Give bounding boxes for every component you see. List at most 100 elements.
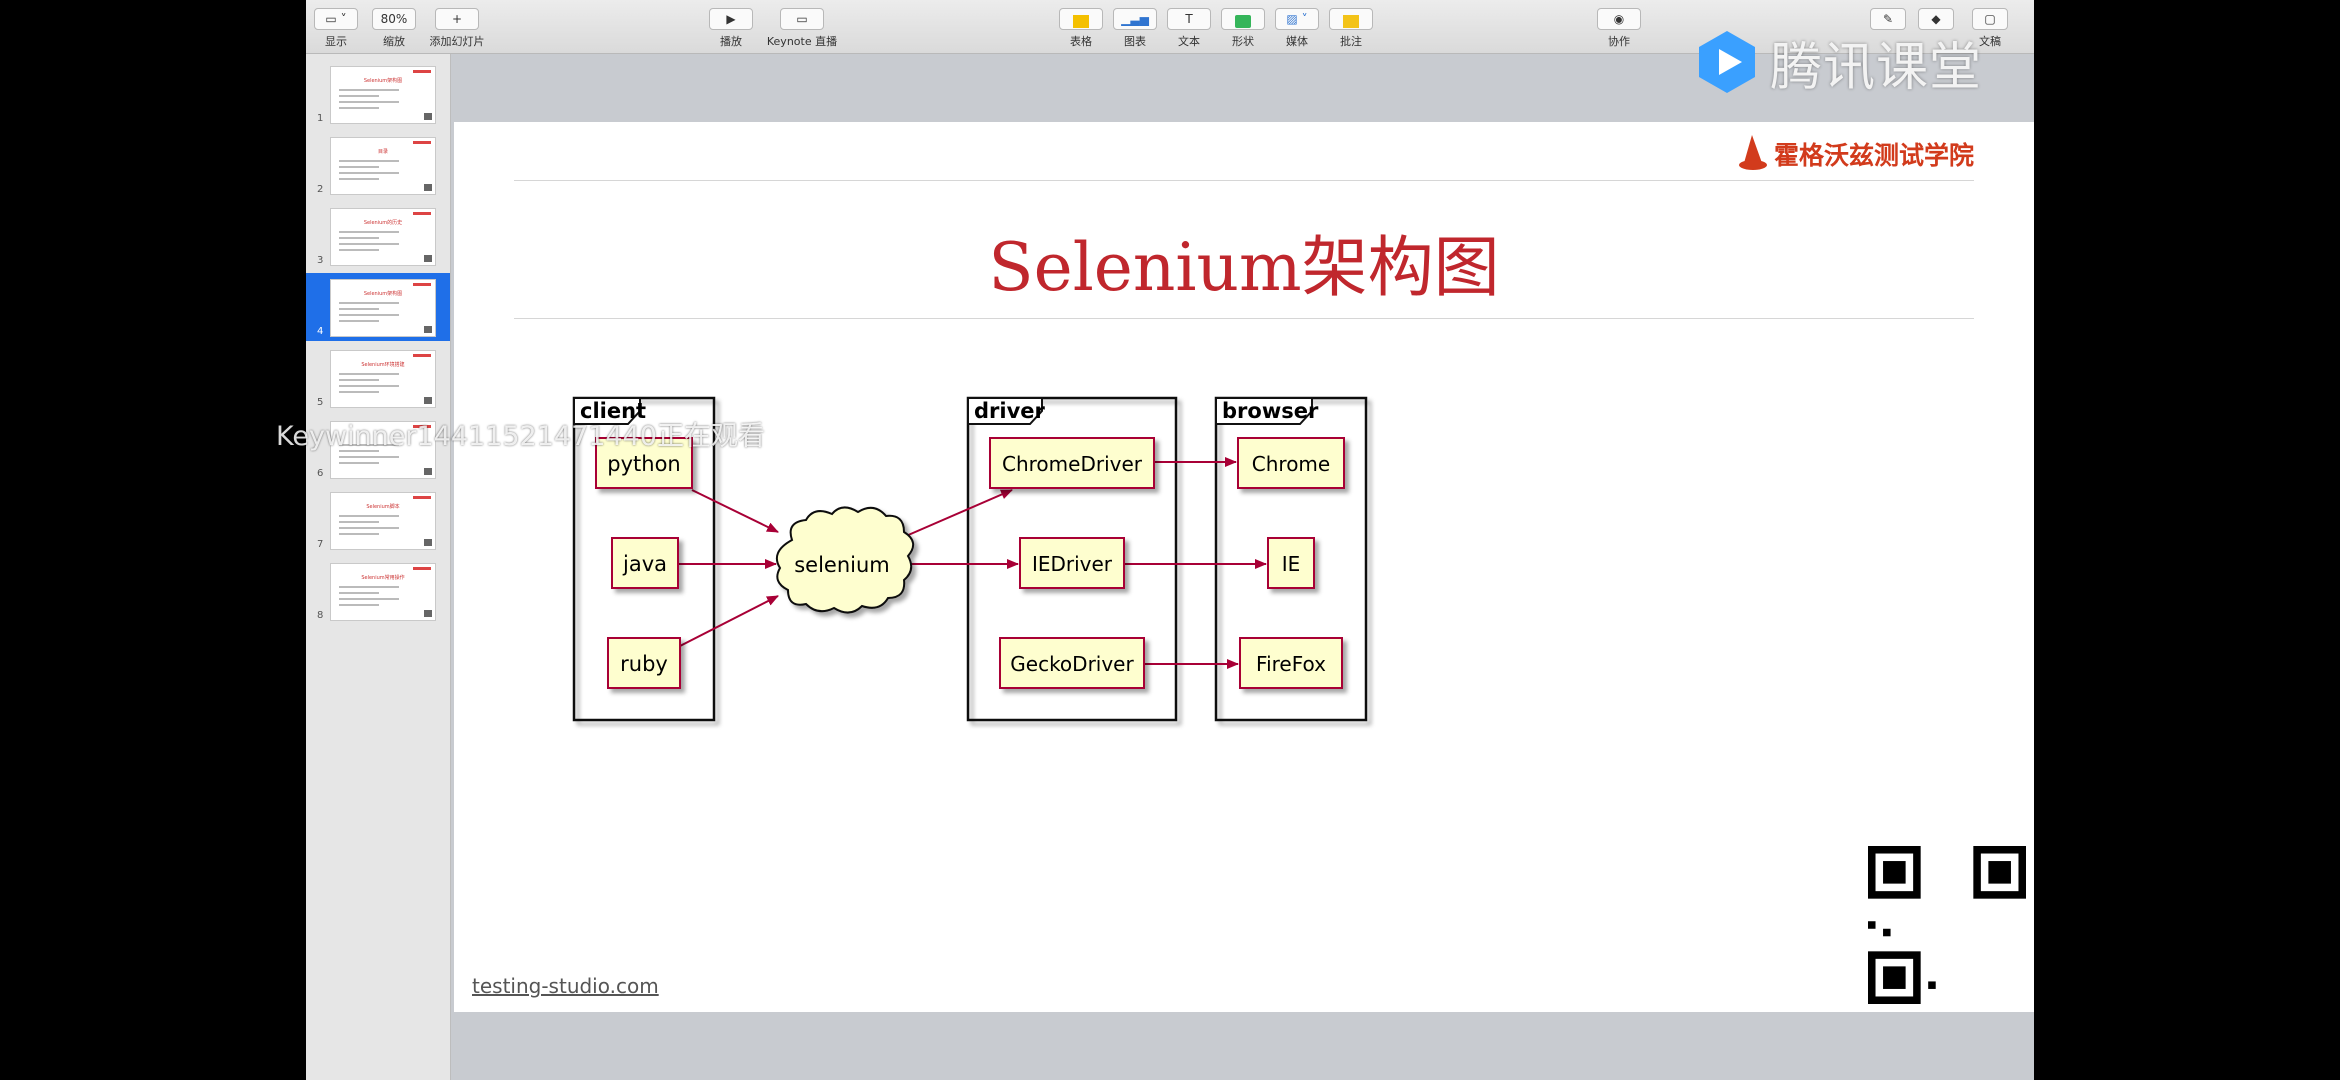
slide-preview — [330, 421, 436, 479]
zoom-value: 80% — [372, 8, 416, 30]
tencent-classroom-watermark: 腾讯课堂 — [1692, 24, 1982, 100]
slide-preview-title: Selenium环境搭建 — [361, 362, 405, 368]
slide-thumbnail[interactable]: 6 — [306, 415, 450, 483]
chromedriver-label: ChromeDriver — [1002, 452, 1143, 476]
client-label: client — [580, 399, 646, 423]
thumb-text-line — [339, 231, 399, 233]
python-label: python — [607, 452, 680, 476]
thumb-logo — [413, 212, 431, 215]
ie-node: IE — [1267, 537, 1315, 589]
thumb-text-line — [339, 243, 399, 245]
play-icon: ▶ — [709, 8, 753, 30]
diamond-icon: ◆ — [1918, 8, 1954, 30]
chart-button[interactable]: ▁▃▅ 图表 — [1110, 8, 1160, 48]
person-add-icon: ◉ — [1597, 8, 1641, 30]
ruby-label: ruby — [620, 652, 668, 676]
slide-title: Selenium架构图 — [988, 229, 1500, 306]
thumb-text-line — [339, 101, 399, 103]
slide-number: 4 — [317, 326, 324, 337]
python-node: python — [595, 437, 693, 489]
slide-number: 6 — [317, 468, 324, 479]
add-slide-button[interactable]: + 添加幻灯片 — [428, 8, 486, 48]
chrome-label: Chrome — [1252, 452, 1330, 476]
thumb-corner-mark — [424, 326, 432, 333]
arrows — [678, 457, 1267, 669]
java-label: java — [622, 552, 667, 576]
thumb-text-line — [339, 444, 399, 446]
logo-text: 霍格沃兹测试学院 — [1773, 141, 1974, 170]
slide-preview: Selenium常用操作 — [330, 563, 436, 621]
view-button[interactable]: ▭ ˅ 显示 — [310, 8, 362, 48]
thumb-text-line — [339, 586, 399, 588]
slide-preview: Selenium的历史 — [330, 208, 436, 266]
slide-preview: 目录 — [330, 137, 436, 195]
thumb-corner-mark — [424, 184, 432, 191]
play-button[interactable]: ▶ 播放 — [706, 8, 756, 48]
thumb-text-line — [339, 592, 379, 594]
chromedriver-node: ChromeDriver — [989, 437, 1155, 489]
footer-link[interactable]: testing-studio.com — [472, 974, 659, 998]
title-rule-bottom — [514, 318, 1974, 319]
slide-canvas: 霍格沃兹测试学院 Selenium架构图 client — [454, 122, 2034, 1012]
comment-button[interactable]: 批注 — [1326, 8, 1376, 48]
shape-button[interactable]: 形状 — [1218, 8, 1268, 48]
slide-number: 7 — [317, 539, 324, 550]
thumb-logo — [413, 496, 431, 499]
zoom-select[interactable]: 80% 缩放 — [368, 8, 420, 48]
browser-frame: browser — [1214, 396, 1368, 722]
format-button[interactable]: ✎ — [1866, 8, 1910, 48]
comment-icon — [1329, 8, 1373, 30]
arrow-ruby-selenium — [679, 595, 779, 647]
ruby-node: ruby — [607, 637, 681, 689]
keynote-live-button[interactable]: ▭ Keynote 直播 — [762, 8, 842, 48]
slide-thumbnail[interactable]: 3 Selenium的历史 — [306, 202, 450, 270]
thumb-text-line — [339, 521, 379, 523]
slide-number: 1 — [317, 113, 324, 124]
iedriver-label: IEDriver — [1032, 552, 1113, 576]
ie-label: IE — [1282, 552, 1301, 576]
viewer-notice: Keywinner14411521471440正在观看 — [276, 421, 765, 452]
thumb-text-line — [339, 527, 399, 529]
thumb-text-line — [339, 450, 379, 452]
media-button[interactable]: ▨ ˅ 媒体 — [1272, 8, 1322, 48]
thumb-text-line — [339, 308, 379, 310]
firefox-label: FireFox — [1256, 652, 1326, 676]
thumb-text-line — [339, 237, 379, 239]
sidebar-layout-icon: ▭ ˅ — [314, 8, 358, 30]
text-button[interactable]: T 文本 — [1164, 8, 1214, 48]
slide-preview: Selenium架构图 — [330, 279, 436, 337]
animate-button[interactable]: ◆ — [1914, 8, 1958, 48]
slide-thumbnail[interactable]: 4 Selenium架构图 — [306, 273, 450, 341]
slide-preview-title: 目录 — [377, 149, 388, 155]
firefox-node: FireFox — [1239, 637, 1343, 689]
slide-preview-title: Selenium的历史 — [363, 220, 403, 226]
thumb-text-line — [339, 456, 399, 458]
thumb-logo — [413, 141, 431, 144]
geckodriver-label: GeckoDriver — [1010, 652, 1134, 676]
document-button[interactable]: ▢ 文稿 — [1962, 8, 2018, 48]
driver-frame: driver — [966, 396, 1178, 722]
qr-code — [1868, 846, 2026, 1004]
thumb-text-line — [339, 249, 379, 251]
text-icon: T — [1167, 8, 1211, 30]
slide-number: 3 — [317, 255, 324, 266]
table-icon — [1059, 8, 1103, 30]
table-button[interactable]: 表格 — [1056, 8, 1106, 48]
thumb-corner-mark — [424, 610, 432, 617]
title-rule-top — [514, 180, 1974, 181]
thumb-text-line — [339, 95, 379, 97]
thumb-logo — [413, 70, 431, 73]
selenium-label: selenium — [794, 553, 890, 577]
thumb-text-line — [339, 178, 379, 180]
collaborate-button[interactable]: ◉ 协作 — [1594, 8, 1644, 48]
bar-chart-icon: ▁▃▅ — [1113, 8, 1157, 30]
thumb-text-line — [339, 89, 399, 91]
play-logo-icon — [1699, 31, 1755, 93]
thumb-corner-mark — [424, 397, 432, 404]
